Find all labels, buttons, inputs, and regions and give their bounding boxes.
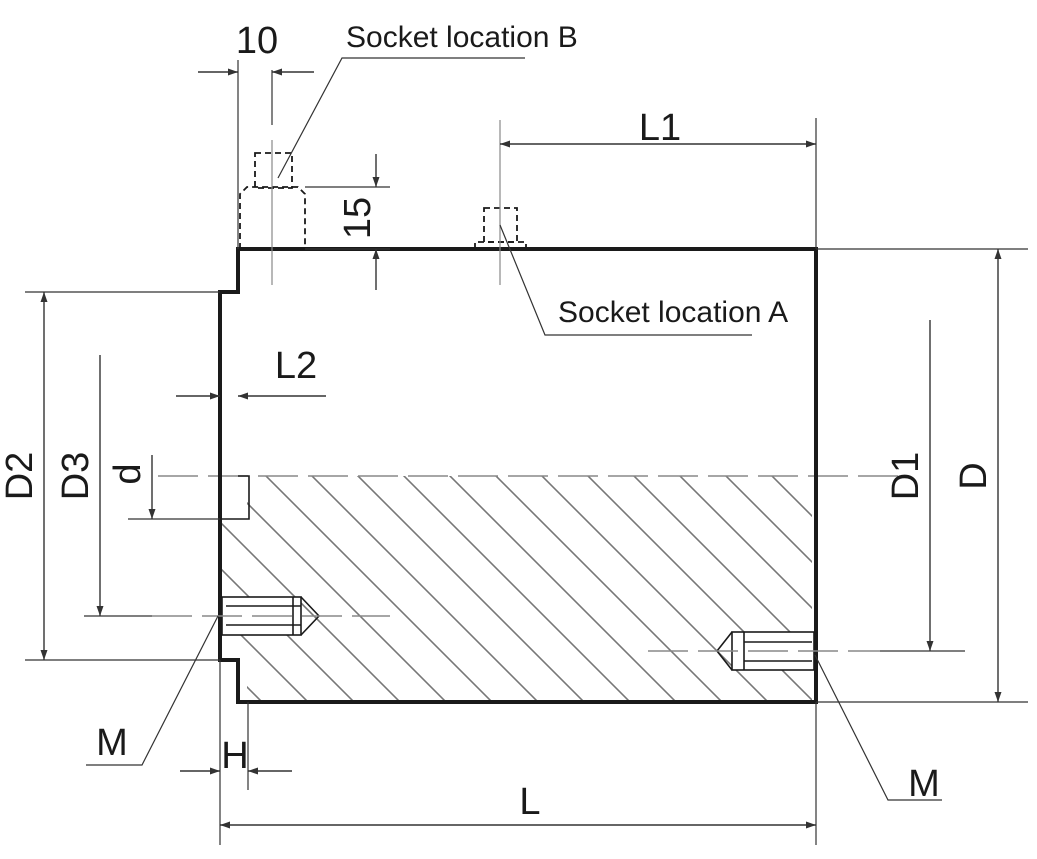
dim-d-bore-label: d xyxy=(107,463,149,484)
hatch-line xyxy=(220,476,301,702)
dim-l1-label: L1 xyxy=(639,107,681,149)
dim-10-label: 10 xyxy=(236,20,278,62)
hatch-line xyxy=(459,476,761,702)
hatch-line xyxy=(735,476,812,702)
hatch-line xyxy=(220,476,393,702)
hatch-line xyxy=(275,476,577,702)
dim-l2-label: L2 xyxy=(275,345,317,387)
hatch-line xyxy=(643,476,812,702)
leader-lines xyxy=(86,57,942,801)
hatch-line xyxy=(828,440,1037,740)
socket-a-label: Socket location A xyxy=(558,296,788,329)
hatch-line xyxy=(413,476,715,702)
hatch-line xyxy=(321,476,623,702)
extension-lines xyxy=(25,60,1028,845)
hatch-line xyxy=(1012,440,1037,740)
dim-d-outer-label: D xyxy=(953,462,995,489)
dim-d1-label: D1 xyxy=(885,452,927,501)
dimension-lines xyxy=(40,68,1002,829)
hatch-line xyxy=(220,476,347,702)
dim-d3-label: D3 xyxy=(55,452,97,501)
hatch-line xyxy=(689,476,812,702)
dim-15-label: 15 xyxy=(337,197,379,239)
hatch-line xyxy=(220,476,485,702)
hatch-line xyxy=(551,476,812,702)
dim-l-label: L xyxy=(519,781,540,823)
dim-d2-label: D2 xyxy=(0,452,41,501)
dim-h-label: H xyxy=(221,735,248,777)
m-left-label: M xyxy=(96,722,128,764)
socket-b-label: Socket location B xyxy=(346,21,578,54)
hatch-line xyxy=(367,476,669,702)
hatch-line xyxy=(505,476,807,702)
section-hatching xyxy=(220,440,1037,740)
hatch-line xyxy=(220,476,439,702)
bore-step xyxy=(220,475,250,520)
body-outline xyxy=(218,247,818,704)
m-right-label: M xyxy=(908,763,940,805)
hatch-line xyxy=(229,476,531,702)
hatch-line xyxy=(597,476,812,702)
